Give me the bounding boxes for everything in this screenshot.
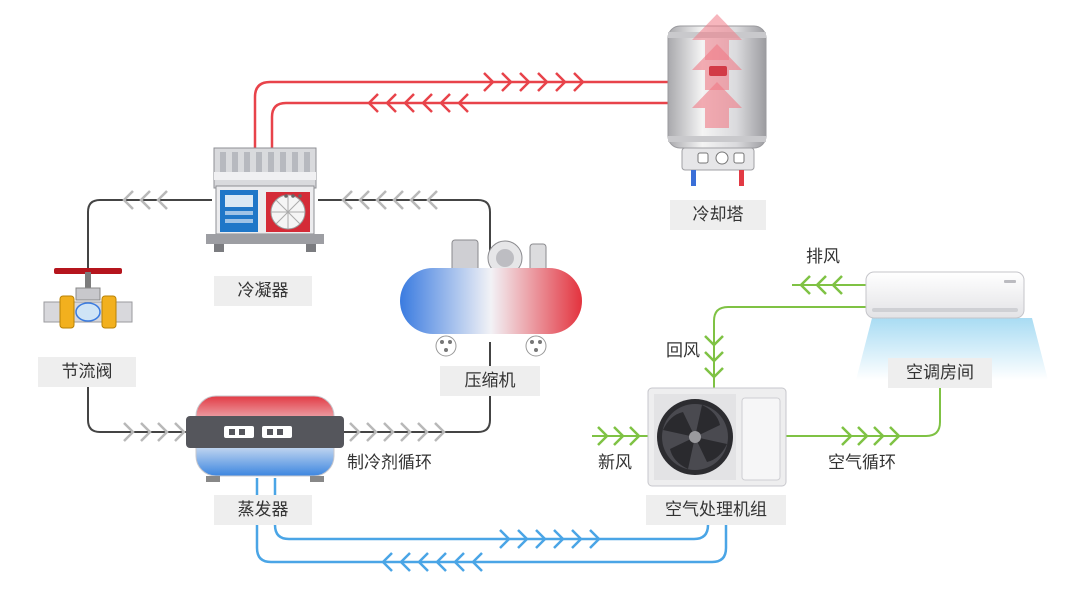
- cooling-tower-label: 冷却塔: [670, 200, 766, 230]
- exhaust-air-arrows: [799, 275, 843, 295]
- air-circulation-arrows: [841, 426, 901, 446]
- evaporator-label: 蒸发器: [214, 495, 312, 525]
- evaporator-image: [186, 395, 344, 482]
- cooling-return-arrows: [367, 93, 469, 113]
- chilled-supply-arrows: [499, 529, 601, 549]
- chilled-water-pipe: [255, 478, 728, 564]
- condenser-image: [206, 147, 324, 252]
- refrigerant-arrows-bottom-right: [349, 422, 446, 442]
- refrigerant-arrows-bottom-left: [123, 422, 186, 442]
- air-handling-unit-image: [647, 387, 787, 487]
- return-air-text: 回风: [666, 341, 700, 361]
- refrigerant-arrows-top: [341, 190, 438, 210]
- throttle-valve-image: [43, 268, 133, 329]
- cooling-supply-arrows: [483, 72, 585, 92]
- fresh-air-arrows: [597, 426, 641, 446]
- air-circulation-text: 空气循环: [828, 453, 896, 473]
- refrigerant-cycle-text: 制冷剂循环: [347, 453, 432, 473]
- refrigerant-arrows-left: [122, 190, 168, 210]
- compressor-label: 压缩机: [440, 366, 540, 396]
- air-handling-unit-label: 空气处理机组: [646, 495, 786, 525]
- cooling-tower-image: [667, 14, 767, 186]
- chilled-return-arrows: [381, 552, 483, 572]
- fresh-air-text: 新风: [598, 453, 632, 473]
- return-air-arrows: [704, 335, 724, 379]
- condenser-label: 冷凝器: [214, 276, 312, 306]
- compressor-image: [400, 239, 582, 357]
- cooling-water-pipe: [253, 80, 672, 152]
- refrigerant-pipe: [87, 199, 491, 433]
- throttle-valve-label: 节流阀: [38, 357, 136, 387]
- exhaust-air-text: 排风: [806, 247, 840, 267]
- ac-room-label: 空调房间: [888, 358, 992, 388]
